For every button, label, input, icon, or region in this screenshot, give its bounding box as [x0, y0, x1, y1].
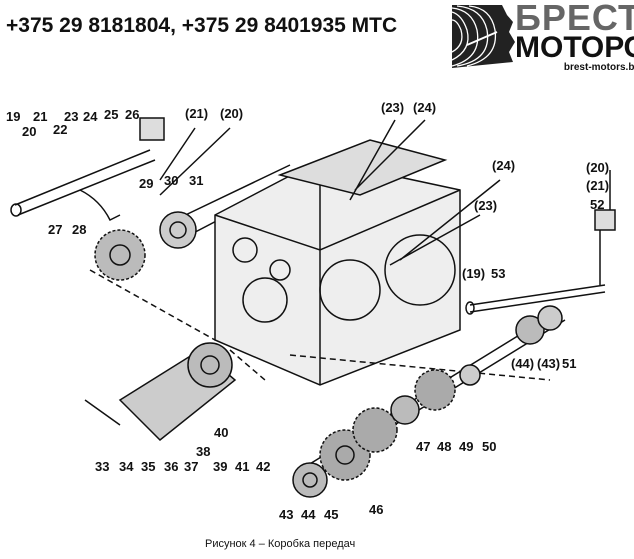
part-label: 24 — [83, 109, 98, 124]
part-label: 51 — [562, 356, 577, 371]
part-label: 49 — [459, 439, 474, 454]
part-label: (23) — [381, 100, 405, 115]
part-label: 36 — [164, 459, 179, 474]
part-label: 31 — [189, 173, 204, 188]
part-label: 40 — [214, 425, 229, 440]
log-rings-icon — [451, 5, 515, 68]
part-label: (21) — [586, 178, 610, 193]
part-label: 44 — [301, 507, 316, 522]
part-label: (24) — [492, 158, 516, 173]
part-label: 34 — [119, 459, 134, 474]
part-label: 53 — [491, 266, 506, 281]
brand-logo: БРЕСТ МОТОРС brest-motors.by — [447, 0, 634, 75]
part-label: 37 — [184, 459, 199, 474]
part-label: (20) — [220, 106, 244, 121]
part-label: (24) — [413, 100, 437, 115]
part-label: 33 — [95, 459, 110, 474]
part-label: 48 — [437, 439, 452, 454]
figure-caption: Рисунок 4 – Коробка передач — [205, 538, 356, 550]
part-label: 42 — [256, 459, 271, 474]
part-label: 35 — [141, 459, 156, 474]
part-label: (43) — [537, 356, 561, 371]
part-label: 28 — [72, 222, 87, 237]
part-label: (44) — [511, 356, 535, 371]
part-label: 41 — [235, 459, 250, 474]
logo-subtitle: МОТОРС — [515, 31, 634, 64]
part-label: 46 — [369, 502, 384, 517]
part-label: 43 — [279, 507, 294, 522]
part-label: 27 — [48, 222, 63, 237]
part-label: 39 — [213, 459, 228, 474]
part-label: 50 — [482, 439, 497, 454]
part-label: 19 — [6, 109, 21, 124]
contact-phones: +375 29 8181804, +375 29 8401935 МТС — [6, 14, 398, 37]
part-label: 26 — [125, 107, 140, 122]
part-label: 47 — [416, 439, 431, 454]
part-label: 45 — [324, 507, 339, 522]
part-label: 29 — [139, 176, 154, 191]
part-label: 52 — [590, 197, 605, 212]
part-label: 30 — [164, 173, 179, 188]
part-label: 25 — [104, 107, 119, 122]
part-label: 22 — [53, 122, 68, 137]
part-label: 20 — [22, 124, 37, 139]
part-label: (23) — [474, 198, 498, 213]
part-label: (20) — [586, 160, 610, 175]
part-label: (21) — [185, 106, 209, 121]
logo-title: БРЕСТ — [515, 0, 634, 38]
gearbox-exploded-diagram — [10, 117, 616, 498]
part-label: 21 — [33, 109, 48, 124]
part-label: (19) — [462, 266, 486, 281]
logo-url: brest-motors.by — [563, 62, 634, 73]
part-label: 23 — [64, 109, 79, 124]
part-label: 38 — [196, 444, 211, 459]
